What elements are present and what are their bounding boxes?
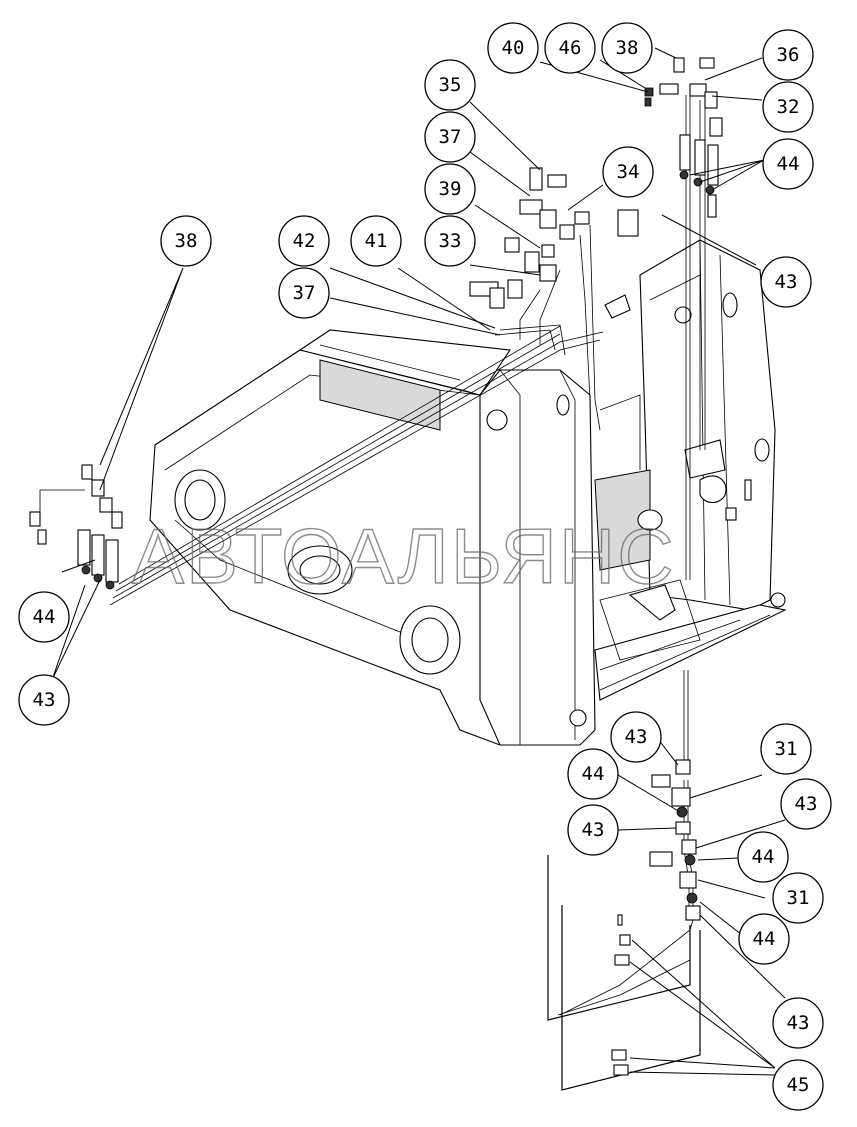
svg-text:43: 43: [787, 1012, 810, 1034]
svg-text:33: 33: [439, 230, 462, 252]
svg-text:34: 34: [617, 161, 640, 183]
svg-text:43: 43: [775, 271, 798, 293]
svg-text:42: 42: [293, 230, 316, 252]
svg-text:45: 45: [787, 1074, 810, 1096]
callout-43: 43: [760, 256, 812, 308]
svg-text:37: 37: [293, 282, 316, 304]
svg-text:43: 43: [33, 689, 56, 711]
watermark: АВТОАЛЬЯНС: [132, 512, 676, 600]
callout-35: 35: [424, 59, 476, 111]
callouts: 40 46 38 36 32 35 37 34 44 39 38 42 41 3…: [18, 22, 832, 1111]
callout-43: 43: [18, 674, 70, 726]
svg-text:44: 44: [582, 763, 605, 785]
svg-text:31: 31: [775, 738, 798, 760]
svg-text:40: 40: [502, 37, 525, 59]
callout-37: 37: [278, 267, 330, 319]
callout-43: 43: [772, 997, 824, 1049]
svg-text:44: 44: [777, 153, 800, 175]
callout-39: 39: [424, 163, 476, 215]
svg-text:38: 38: [175, 230, 198, 252]
callout-31: 31: [760, 723, 812, 775]
callout-34: 34: [602, 146, 654, 198]
svg-text:39: 39: [439, 178, 462, 200]
svg-text:38: 38: [616, 37, 639, 59]
leader-lines: [51, 47, 786, 1076]
fittings: [29, 57, 723, 1076]
svg-text:44: 44: [33, 606, 56, 628]
callout-44: 44: [18, 591, 70, 643]
callout-44: 44: [567, 748, 619, 800]
callout-33: 33: [424, 215, 476, 267]
callout-42: 42: [278, 215, 330, 267]
svg-text:35: 35: [439, 74, 462, 96]
callout-44: 44: [737, 831, 789, 883]
svg-text:31: 31: [787, 887, 810, 909]
svg-text:32: 32: [777, 96, 800, 118]
svg-text:36: 36: [777, 44, 800, 66]
callout-41: 41: [350, 215, 402, 267]
callout-43: 43: [780, 778, 832, 830]
svg-text:44: 44: [752, 846, 775, 868]
callout-44: 44: [738, 913, 790, 965]
svg-text:41: 41: [365, 230, 388, 252]
callout-40: 40: [487, 22, 539, 74]
main-frame: [149, 239, 787, 746]
callout-46: 46: [544, 22, 596, 74]
callout-44: 44: [762, 138, 814, 190]
svg-text:43: 43: [625, 726, 648, 748]
callout-45: 45: [772, 1059, 824, 1111]
svg-text:44: 44: [753, 928, 776, 950]
svg-text:43: 43: [795, 793, 818, 815]
callout-37: 37: [424, 111, 476, 163]
callout-43: 43: [610, 711, 662, 763]
callout-31: 31: [772, 872, 824, 924]
callout-38: 38: [160, 215, 212, 267]
svg-text:43: 43: [582, 819, 605, 841]
callout-38: 38: [601, 22, 653, 74]
svg-text:46: 46: [559, 37, 582, 59]
callout-43: 43: [567, 804, 619, 856]
callout-32: 32: [762, 81, 814, 133]
callout-36: 36: [762, 29, 814, 81]
svg-text:37: 37: [439, 126, 462, 148]
